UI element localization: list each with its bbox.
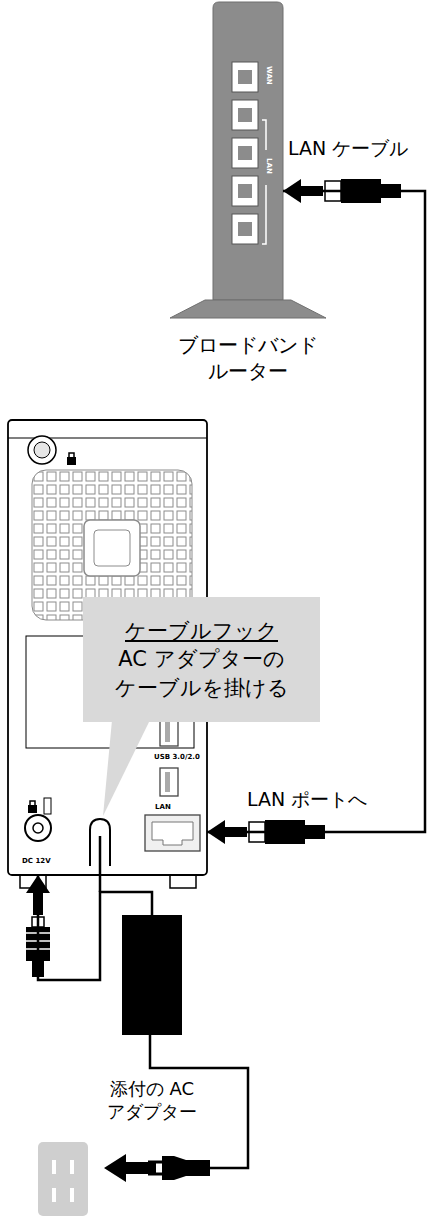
port-label: DC 12V: [22, 857, 51, 865]
router-stand: [170, 300, 326, 318]
security-slot-icon: [67, 457, 76, 465]
usb-port-tongue: [165, 722, 170, 742]
broadband-router: WANLANブロードバンド ルーター: [213, 2, 283, 300]
callout-heading: ケーブルフック: [125, 617, 278, 645]
port-label: LAN: [155, 803, 171, 811]
usb-port: [160, 768, 178, 796]
device-label: 添付の AC アダプター: [82, 1077, 222, 1124]
callout-label: LAN ポートへ: [247, 787, 367, 813]
router-port: [232, 62, 258, 92]
lan-port: [145, 815, 200, 851]
router-bracket: [262, 120, 266, 244]
dc-jack-pin: [33, 823, 43, 833]
router-port-notch: [238, 108, 252, 122]
outlet-slot: [52, 1160, 56, 1174]
outlet-slot: [52, 1188, 56, 1202]
router-port-notch: [238, 222, 252, 236]
cable-hook: [90, 819, 110, 866]
wall-outlet: [38, 1142, 88, 1216]
usb-port: [160, 718, 178, 746]
router-port-notch: [238, 184, 252, 198]
device-label: ブロードバンド ルーター: [153, 332, 343, 384]
outlet-slot: [70, 1188, 74, 1202]
callout-text: AC アダプターの ケーブルを掛ける: [94, 645, 309, 702]
kensington-slot: [44, 798, 51, 814]
router-body: [213, 2, 283, 300]
insert-arrow: [104, 1154, 156, 1182]
ac-cable: [99, 836, 102, 892]
callout-label: LAN ケーブル: [288, 136, 408, 162]
router-port: [232, 138, 258, 168]
port-label: WAN: [265, 66, 273, 85]
router-port: [232, 100, 258, 130]
port-label: USB 3.0/2.0: [154, 753, 200, 761]
lock-knob-inner: [34, 442, 50, 458]
lan-port-socket: [152, 822, 193, 845]
fan-hub-inner: [94, 530, 130, 566]
router-port-notch: [238, 70, 252, 84]
usb-port-tongue: [165, 772, 170, 792]
outlet-slot: [70, 1160, 74, 1174]
callout-box: ケーブルフックAC アダプターの ケーブルを掛ける: [83, 597, 320, 722]
dc-jack: [25, 815, 51, 841]
router-port-notch: [238, 146, 252, 160]
router-port: [232, 176, 258, 206]
fan-hub: [84, 520, 140, 576]
lock-knob: [28, 436, 56, 464]
router-port: [232, 214, 258, 244]
callout-pointer: [103, 720, 150, 816]
security-slot-icon: [69, 453, 74, 457]
security-slot-icon: [28, 805, 37, 813]
security-slot-icon: [30, 801, 35, 805]
cable-connector: [207, 191, 425, 832]
mains-plug: [162, 1156, 210, 1180]
ac-adapter: 添付の AC アダプター: [122, 915, 182, 1035]
port-label: LAN: [265, 158, 273, 174]
